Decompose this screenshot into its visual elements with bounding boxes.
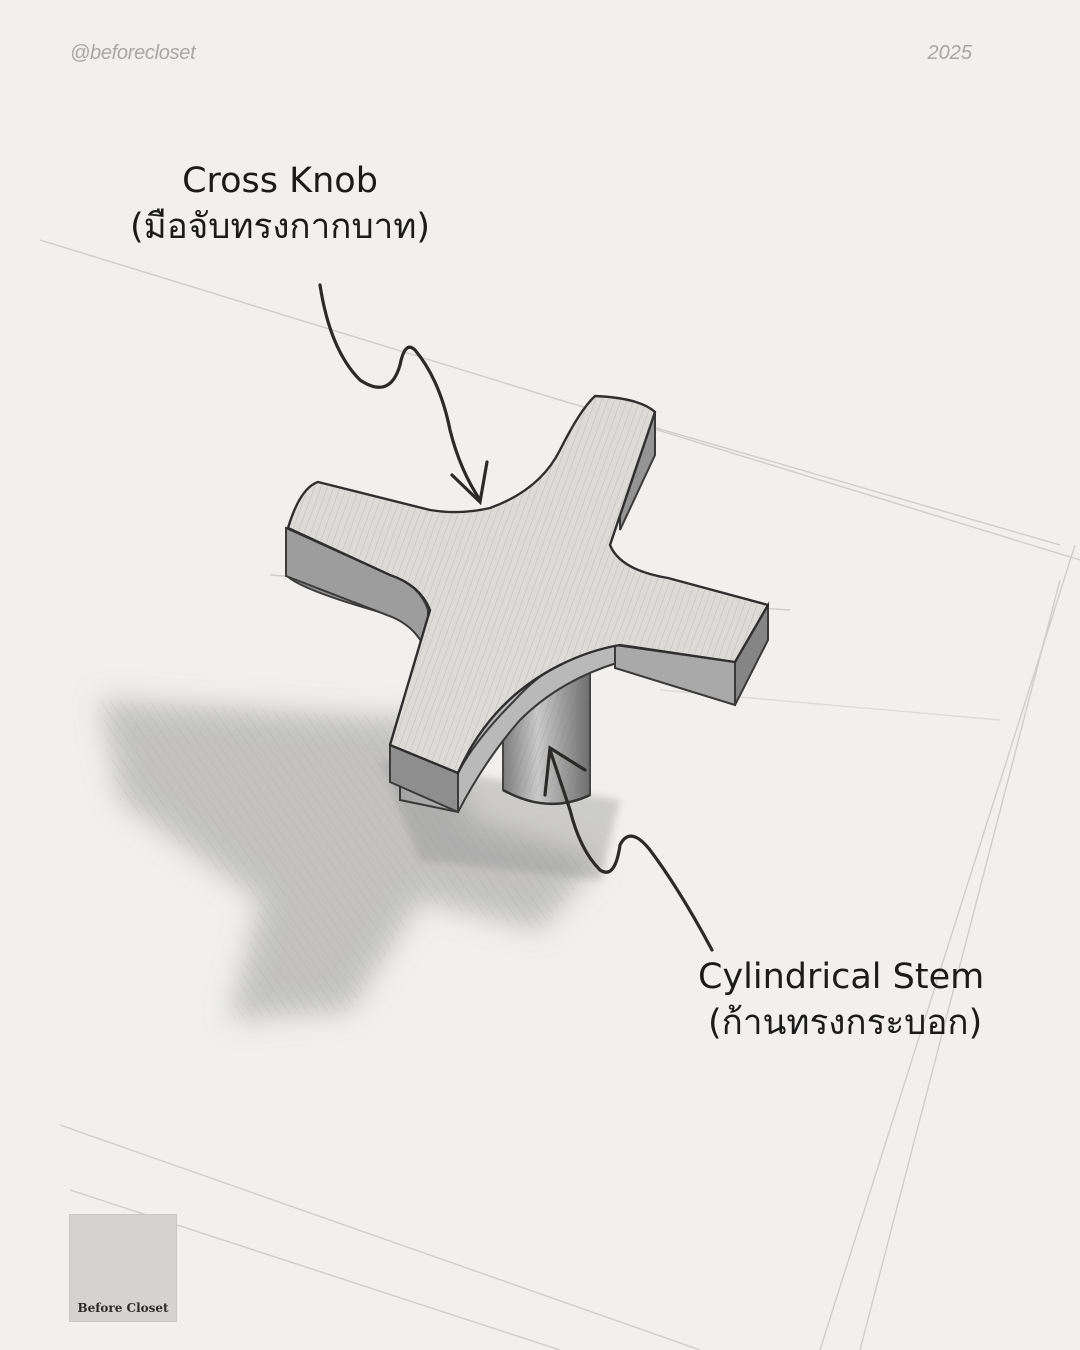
stem-subtitle: (ก้านทรงกระบอก)	[708, 1003, 983, 1043]
knob-subtitle: (มือจับทรงกากบาท)	[130, 207, 431, 247]
brand-logo-tile: Before Closet	[69, 1214, 177, 1322]
arrow-to-stem	[543, 745, 714, 952]
knob-annotation: Cross Knob (มือจับทรงกากบาท)	[130, 158, 430, 250]
brand-name: Before Closet	[77, 1301, 169, 1315]
knob-title: Cross Knob	[182, 161, 378, 201]
year-label: 2025	[927, 42, 973, 64]
cross-knob	[285, 394, 770, 814]
stem-title: Cylindrical Stem	[698, 957, 985, 997]
stem-annotation: Cylindrical Stem (ก้านทรงกระบอก)	[698, 954, 984, 1046]
social-handle: @beforecloset	[70, 42, 196, 64]
arrow-to-knob	[318, 283, 489, 506]
